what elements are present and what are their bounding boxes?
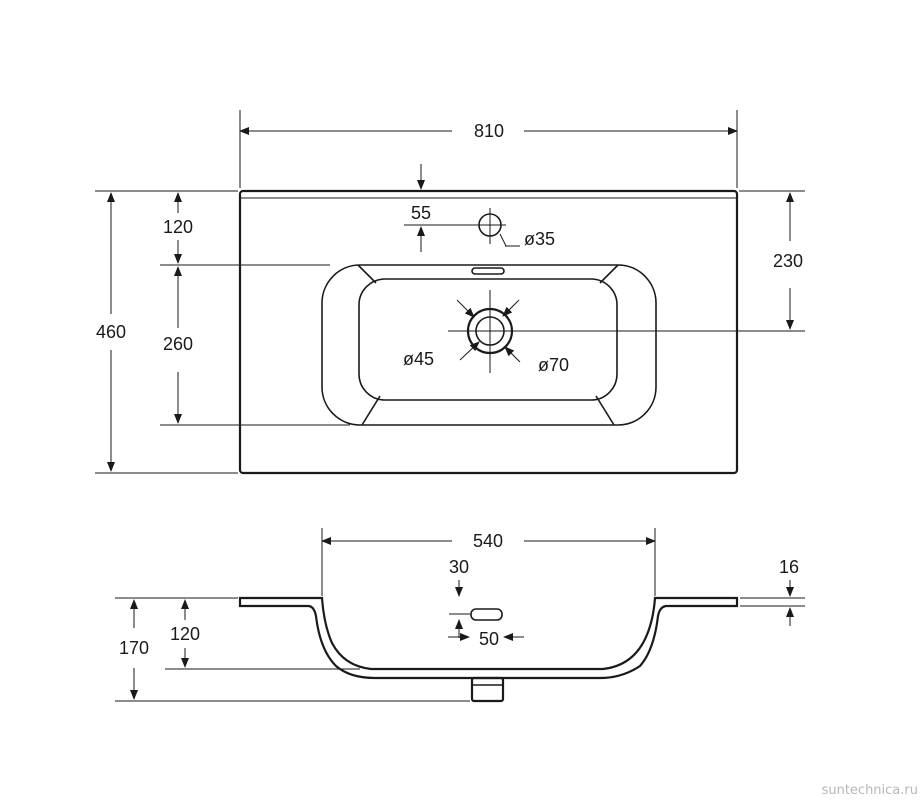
- side-view: 540 30 50 16 170 120: [115, 528, 805, 703]
- dim-drain-from-back: 230: [773, 251, 803, 271]
- dim-front-to-bowl: 120: [163, 217, 193, 237]
- drain-tail: [470, 676, 505, 703]
- facet-line: [361, 395, 381, 426]
- overflow-side-slot: [470, 608, 503, 621]
- dim-faucet-hole: ø35: [524, 229, 555, 249]
- facet-line: [595, 395, 615, 426]
- dim-bowl-height: 120: [170, 624, 200, 644]
- dim-bowl-depth: 260: [163, 334, 193, 354]
- watermark: suntechnica.ru: [822, 783, 918, 798]
- dim-faucet-offset: 55: [411, 203, 431, 223]
- dim-total-height: 170: [119, 638, 149, 658]
- bowl-inner-basin: [358, 278, 618, 401]
- dim-drain-inner: ø45: [403, 349, 434, 369]
- dim-overflow-offset: 30: [449, 557, 469, 577]
- dim-width: 810: [474, 121, 504, 141]
- top-view: 810 55 ø35 460 120 260 230 ø45 ø70: [95, 110, 805, 475]
- dim-slab-thickness: 16: [779, 557, 799, 577]
- basin-outline: [238, 189, 739, 475]
- dim-drain-outer: ø70: [538, 355, 569, 375]
- bowl-outer-rim: [321, 264, 657, 426]
- basin-profile: [238, 596, 739, 680]
- facet-line: [357, 264, 377, 284]
- facet-line: [599, 264, 619, 284]
- dim-overflow-width: 50: [479, 629, 499, 649]
- dim-depth: 460: [96, 322, 126, 342]
- overflow-slot: [471, 267, 505, 275]
- dim-bowl-width: 540: [473, 531, 503, 551]
